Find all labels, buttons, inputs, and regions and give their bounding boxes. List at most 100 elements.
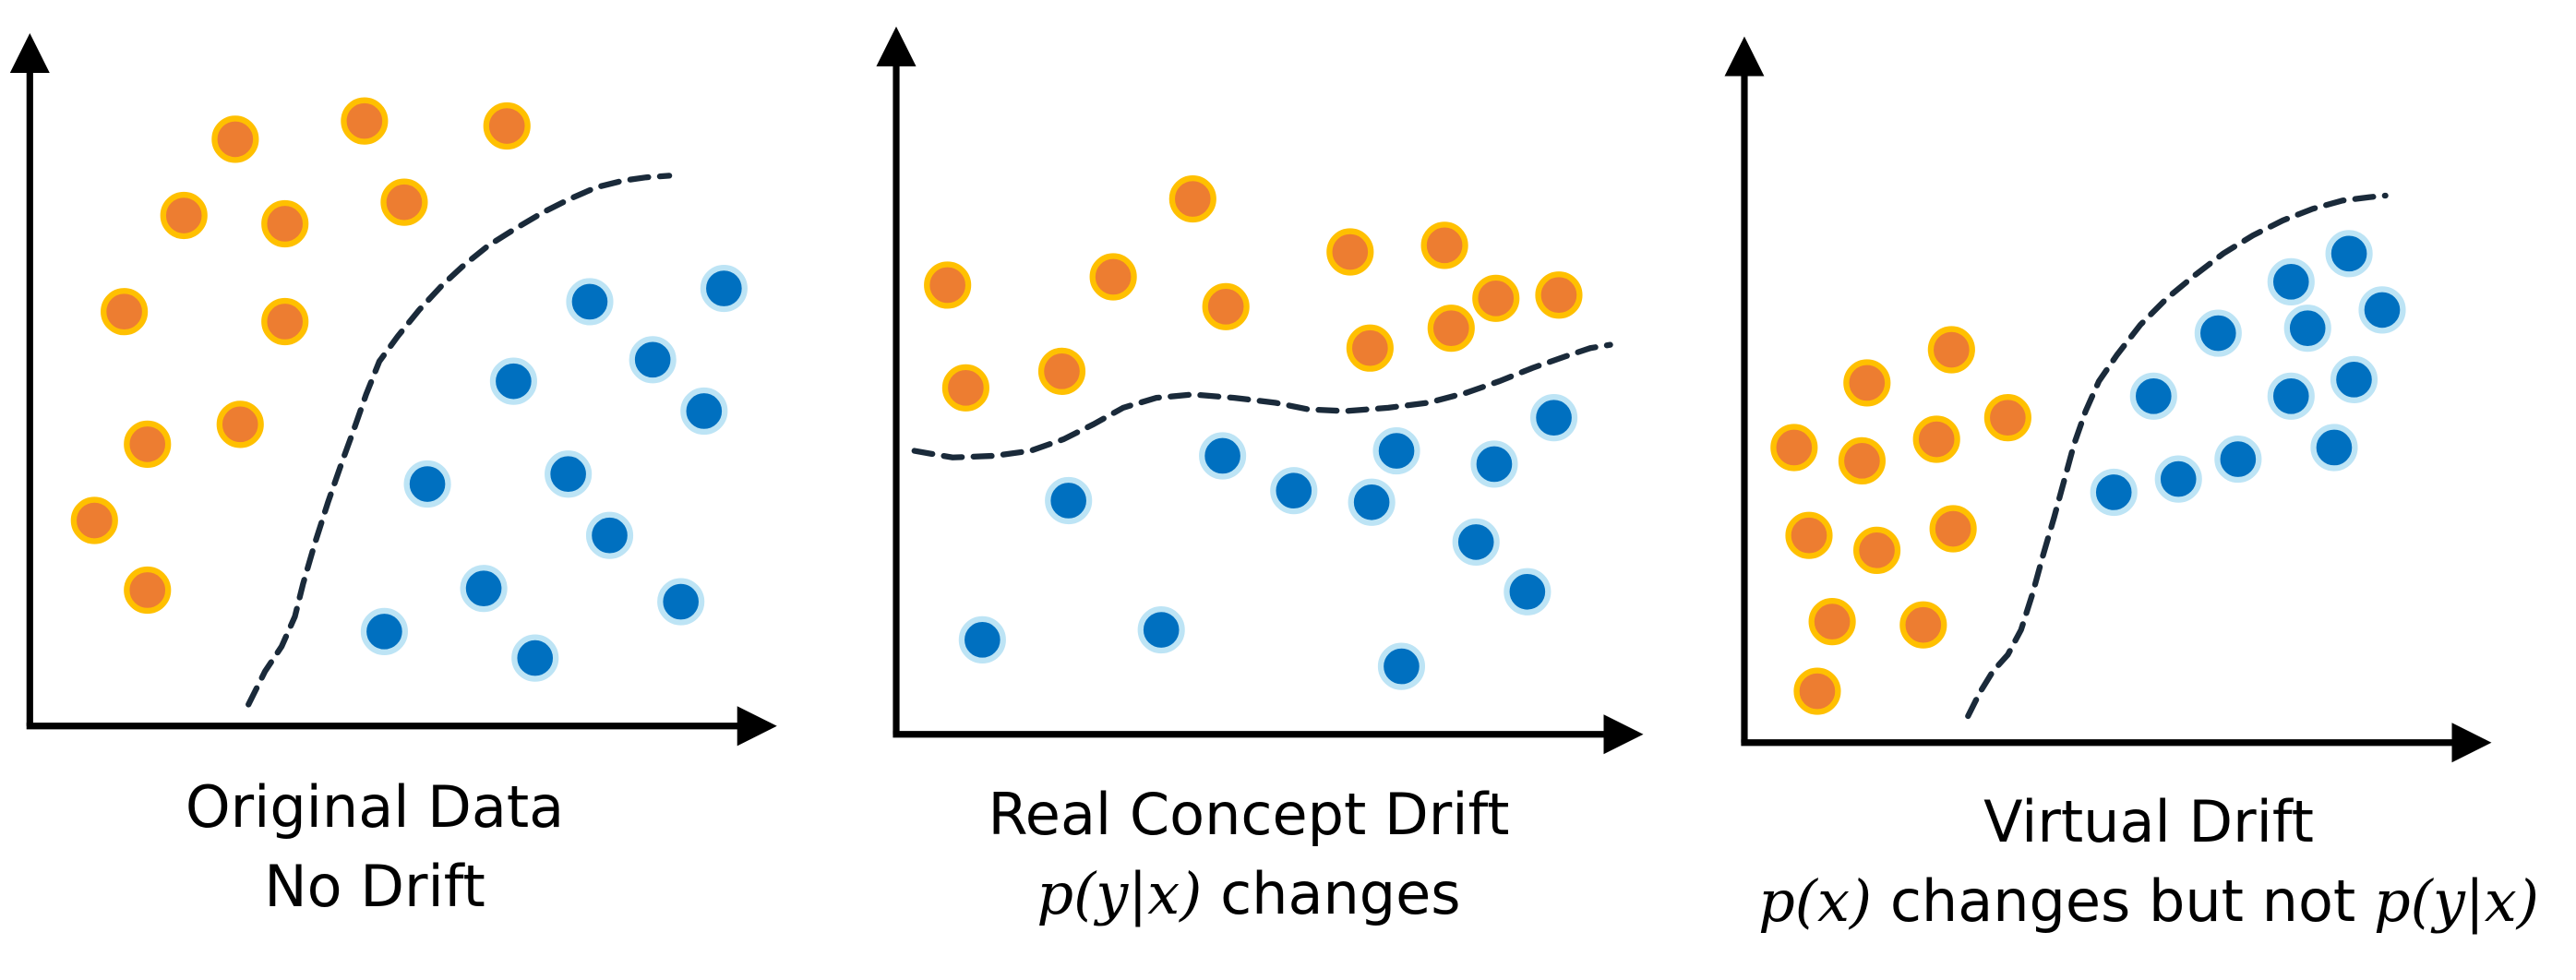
orange-class-point xyxy=(1420,221,1468,269)
blue-class-point xyxy=(1045,476,1093,525)
orange-class-point xyxy=(211,115,259,163)
caption-real-rest: changes xyxy=(1202,860,1461,927)
blue-class-point xyxy=(657,578,705,626)
caption-virtual: Virtual Drift p(x) changes but not p(y|x… xyxy=(1724,783,2573,941)
orange-class-point xyxy=(1838,436,1886,484)
blue-class-point xyxy=(1270,467,1318,515)
caption-real-title: Real Concept Drift xyxy=(988,781,1510,848)
orange-class-point xyxy=(1983,394,2031,442)
blue-class-point xyxy=(1452,518,1500,566)
caption-virtual-title: Virtual Drift xyxy=(1983,788,2314,855)
caption-virtual-math-2: p(y|x) xyxy=(2373,867,2539,935)
blue-class-points-real xyxy=(958,394,1578,690)
blue-class-point xyxy=(1372,426,1420,475)
orange-class-point xyxy=(124,420,172,468)
blue-class-point xyxy=(2267,372,2315,420)
decision-boundary-original xyxy=(246,173,673,708)
caption-original-title: Original Data xyxy=(185,773,565,841)
blue-class-point xyxy=(1377,642,1426,690)
orange-class-point xyxy=(160,191,208,240)
orange-class-point xyxy=(70,496,118,544)
orange-class-point xyxy=(1346,324,1394,372)
blue-class-point xyxy=(460,565,508,613)
blue-class-point xyxy=(2325,230,2373,278)
blue-class-point xyxy=(2330,355,2378,403)
orange-class-point xyxy=(1535,271,1583,319)
blue-class-point xyxy=(680,387,728,436)
blue-class-point xyxy=(489,357,537,405)
orange-class-point xyxy=(1472,274,1520,322)
blue-class-point xyxy=(1199,432,1247,480)
orange-class-points-virtual xyxy=(1770,326,2031,715)
decision-boundary-real xyxy=(911,341,1613,460)
orange-class-points-original xyxy=(70,97,531,615)
orange-class-point xyxy=(216,400,264,448)
panel-virtual-drift xyxy=(1724,36,2492,763)
orange-class-point xyxy=(1793,667,1841,715)
orange-class-point xyxy=(341,97,389,145)
orange-class-point xyxy=(1927,326,1975,374)
orange-class-point xyxy=(1929,505,1977,553)
blue-class-point xyxy=(1137,605,1185,654)
orange-class-points-real xyxy=(924,174,1583,412)
orange-class-point xyxy=(1843,359,1891,407)
caption-original-subtitle: No Drift xyxy=(264,853,485,920)
blue-class-point xyxy=(1348,478,1396,526)
blue-class-point xyxy=(403,460,451,508)
orange-class-point xyxy=(261,297,309,346)
orange-class-point xyxy=(124,566,172,615)
orange-class-point xyxy=(1808,598,1856,646)
blue-class-point xyxy=(566,278,614,326)
blue-class-point xyxy=(2154,455,2202,503)
orange-class-point xyxy=(101,288,149,336)
orange-class-point xyxy=(941,364,989,412)
blue-class-point xyxy=(958,615,1006,663)
blue-class-point xyxy=(2283,305,2331,353)
blue-class-points-original xyxy=(360,264,748,682)
blue-class-point xyxy=(1504,568,1552,615)
blue-class-point xyxy=(545,450,593,498)
blue-class-point xyxy=(2194,309,2242,357)
panel-original xyxy=(9,32,777,747)
blue-class-point xyxy=(360,607,408,655)
orange-class-point xyxy=(1899,601,1947,649)
orange-class-point xyxy=(1852,526,1901,574)
blue-class-point xyxy=(2310,424,2358,472)
orange-class-point xyxy=(1770,424,1818,472)
panel-real-concept-drift xyxy=(876,26,1644,755)
orange-class-point xyxy=(924,261,972,309)
orange-class-point xyxy=(380,178,428,226)
blue-class-point xyxy=(2129,372,2177,420)
caption-virtual-math-1: p(x) xyxy=(1758,867,1873,935)
caption-virtual-subtitle: p(x) changes but not p(y|x) xyxy=(1724,862,2573,941)
orange-class-point xyxy=(1912,415,1960,463)
blue-class-point xyxy=(585,511,634,559)
blue-class-point xyxy=(1529,394,1578,442)
orange-class-point xyxy=(1037,347,1086,395)
caption-real-subtitle: p(y|x) changes xyxy=(843,855,1655,934)
orange-class-point xyxy=(1785,511,1833,559)
blue-class-point xyxy=(2090,468,2138,517)
decision-boundary-virtual xyxy=(1965,192,2389,720)
caption-real-math: p(y|x) xyxy=(1036,860,1203,927)
blue-class-point xyxy=(511,634,559,682)
orange-class-point xyxy=(483,102,531,150)
orange-class-point xyxy=(261,199,309,248)
orange-class-point xyxy=(1089,253,1137,301)
orange-class-point xyxy=(1168,174,1216,223)
blue-class-point xyxy=(700,264,748,313)
blue-class-point xyxy=(2358,286,2406,334)
blue-class-points-virtual xyxy=(2090,230,2406,517)
orange-class-point xyxy=(1427,305,1475,353)
blue-class-point xyxy=(1470,440,1518,488)
blue-class-point xyxy=(2214,435,2262,484)
caption-original: Original Data No Drift xyxy=(0,768,781,926)
caption-virtual-mid: changes but not xyxy=(1872,867,2374,935)
orange-class-point xyxy=(1202,282,1250,330)
blue-class-point xyxy=(2267,257,2315,305)
blue-class-point xyxy=(629,336,677,384)
orange-class-point xyxy=(1326,228,1374,276)
caption-real: Real Concept Drift p(y|x) changes xyxy=(843,775,1655,934)
